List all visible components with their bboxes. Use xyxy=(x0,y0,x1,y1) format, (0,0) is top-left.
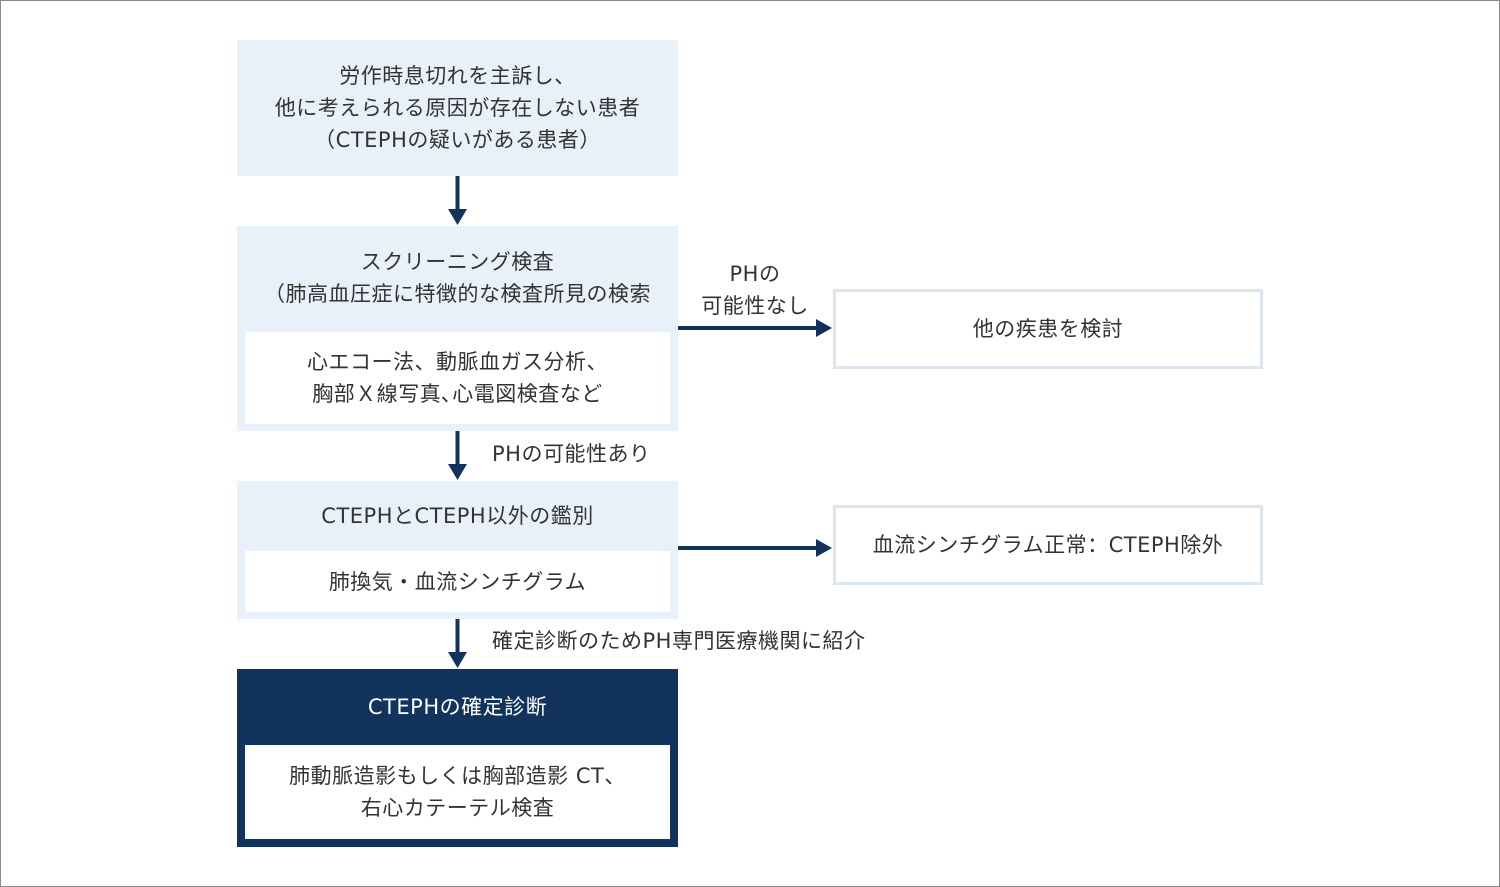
diagnosis-box: CTEPHの確定診断 肺動脈造影もしくは胸部造影 CT、 右心カテーテル検査 xyxy=(237,669,678,847)
arrow-screening-to-differential xyxy=(448,431,467,480)
arrow-screening-to-other-disease xyxy=(678,319,832,337)
diagnosis-title: CTEPHの確定診断 xyxy=(367,695,548,719)
diagnosis-detail-text: 肺動脈造影もしくは胸部造影 CT、 右心カテーテル検査 xyxy=(289,764,626,820)
referral-label: 確定診断のためPH専門医療機関に紹介 xyxy=(492,629,866,653)
exclusion-text: 血流シンチグラム正常：CTEPH除外 xyxy=(872,533,1224,557)
arrow-differential-to-exclusion xyxy=(678,539,832,557)
screening-detail-box: 心エコー法、動脈血ガス分析、 胸部Ｘ線写真､心電図検査など xyxy=(245,332,670,424)
suspect-patient-text: 労作時息切れを主訴し、 他に考えられる原因が存在しない患者 （CTEPHの疑いが… xyxy=(274,64,641,152)
other-disease-text: 他の疾患を検討 xyxy=(972,317,1124,341)
screening-detail-text: 心エコー法、動脈血ガス分析、 胸部Ｘ線写真､心電図検査など xyxy=(307,350,608,406)
other-disease-box: 他の疾患を検討 xyxy=(833,289,1263,369)
diagnosis-detail-box: 肺動脈造影もしくは胸部造影 CT、 右心カテーテル検査 xyxy=(245,745,670,839)
differential-detail-text: 肺換気・血流シンチグラム xyxy=(328,569,587,594)
differential-box: CTEPHとCTEPH以外の鑑別 肺換気・血流シンチグラム xyxy=(237,481,678,619)
differential-detail-box: 肺換気・血流シンチグラム xyxy=(245,551,670,612)
ph-possible-label: PHの可能性あり xyxy=(492,442,651,466)
differential-title: CTEPHとCTEPH以外の鑑別 xyxy=(321,504,594,528)
screening-title: スクリーニング検査 （肺高血圧症に特徴的な検査所見の検索 xyxy=(264,250,651,306)
suspect-patient-box: 労作時息切れを主訴し、 他に考えられる原因が存在しない患者 （CTEPHの疑いが… xyxy=(237,40,678,176)
arrow-differential-to-diagnosis xyxy=(448,619,467,668)
exclusion-box: 血流シンチグラム正常：CTEPH除外 xyxy=(833,505,1263,585)
no-ph-label: PHの 可能性なし xyxy=(701,262,809,318)
screening-box: スクリーニング検査 （肺高血圧症に特徴的な検査所見の検索 心エコー法、動脈血ガス… xyxy=(237,226,678,431)
arrow-suspect-to-screening xyxy=(448,176,467,225)
